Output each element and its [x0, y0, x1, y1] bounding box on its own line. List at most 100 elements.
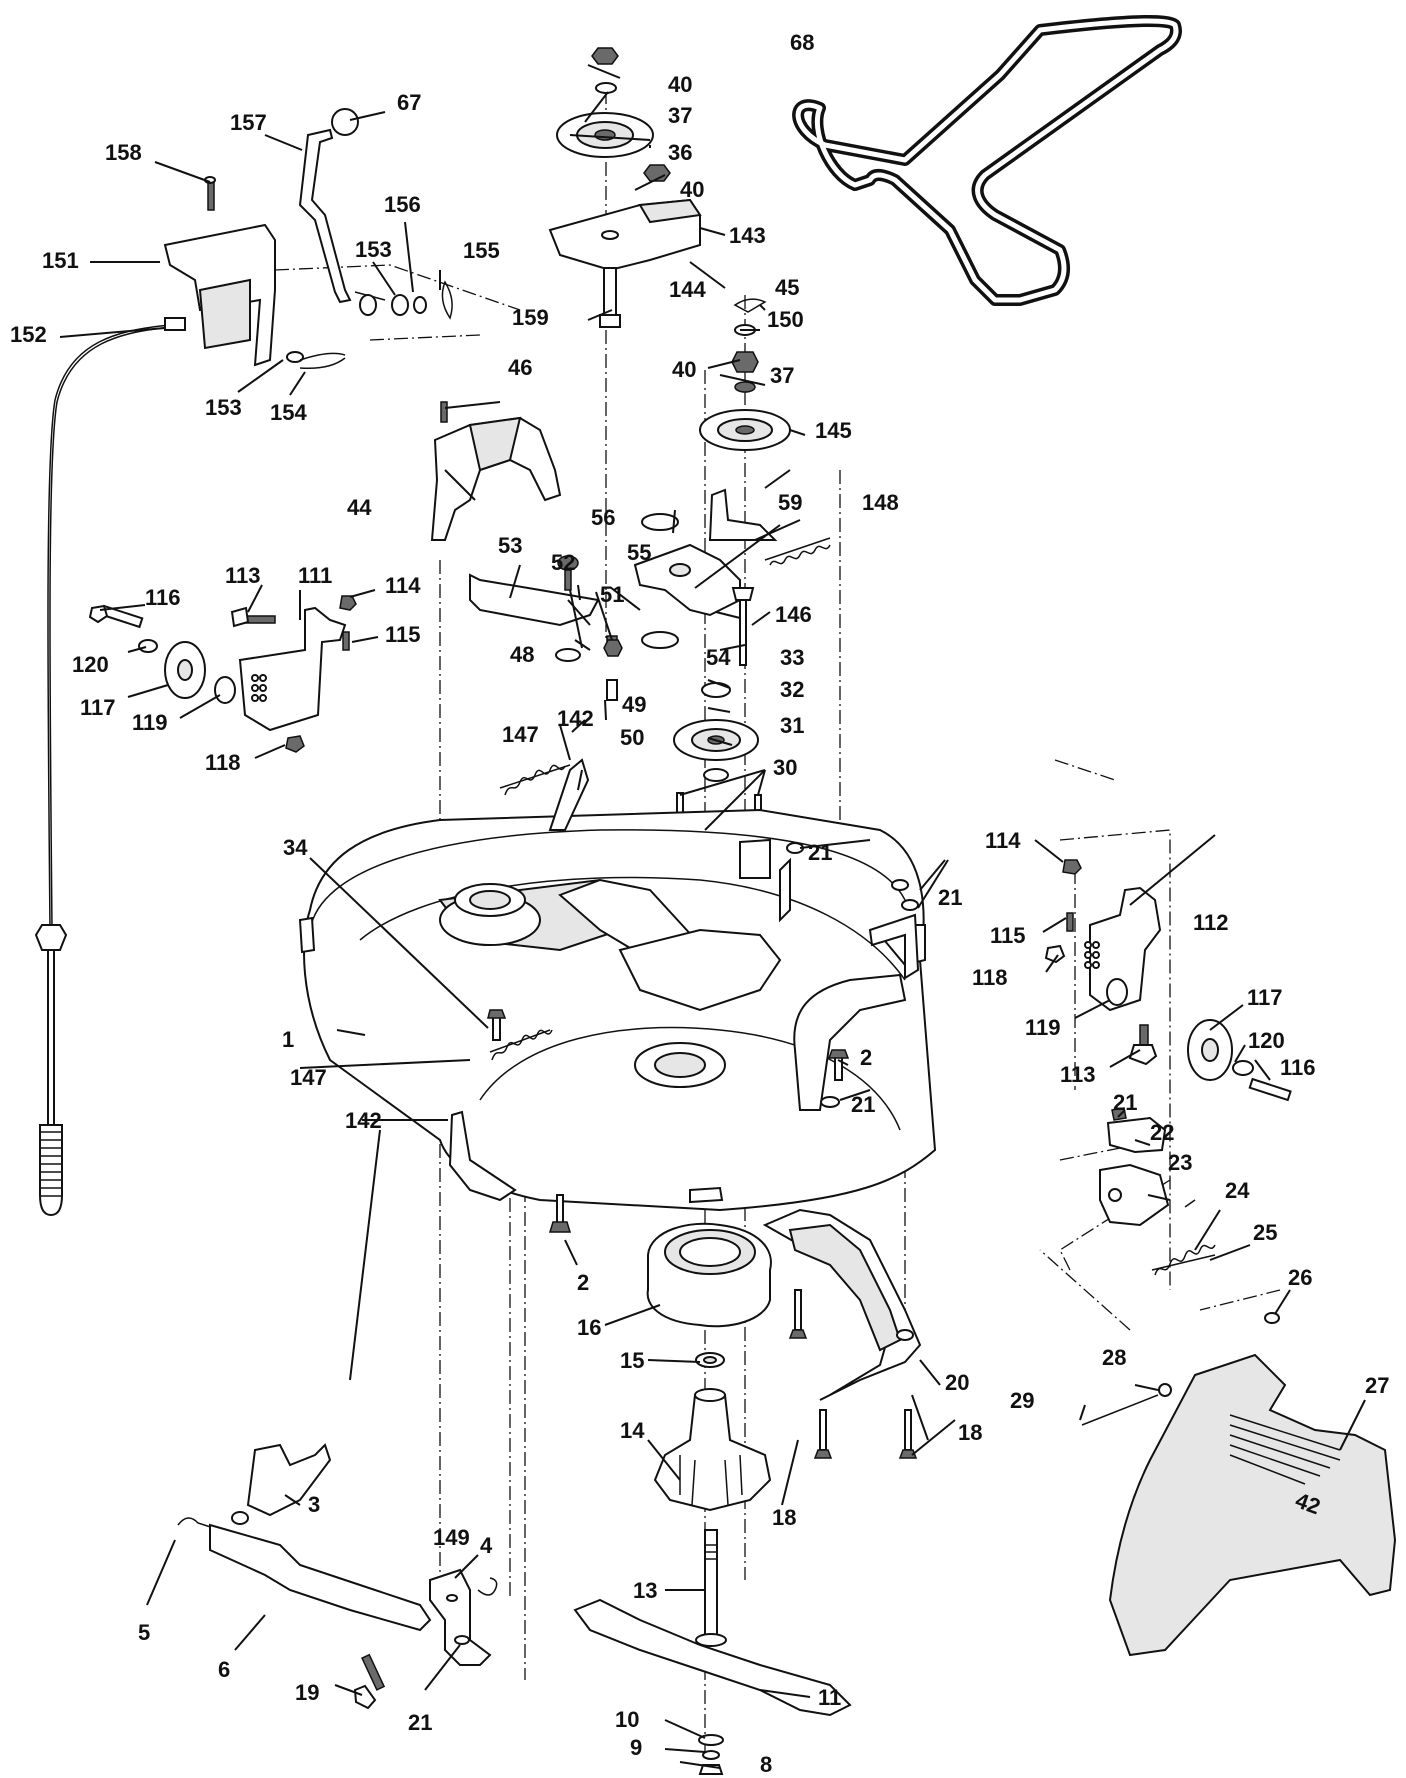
label-21-e: 21 [408, 1710, 432, 1735]
label-31: 31 [780, 713, 804, 738]
label-53: 53 [498, 533, 522, 558]
label-120-b: 120 [1248, 1028, 1285, 1053]
label-21-d: 21 [1113, 1090, 1137, 1115]
label-5: 5 [138, 1620, 150, 1645]
label-40: 40 [668, 72, 692, 97]
drive-belt [792, 15, 1182, 306]
label-32: 32 [780, 677, 804, 702]
label-119-b: 119 [1025, 1015, 1061, 1040]
left-gauge-wheel-group [88, 595, 357, 753]
mower-deck [298, 808, 937, 1233]
spindle-blade-group [573, 1208, 922, 1775]
label-19: 19 [295, 1680, 319, 1705]
label-68: 68 [790, 30, 814, 55]
label-155: 155 [463, 238, 500, 263]
label-54: 54 [706, 645, 731, 670]
label-20: 20 [945, 1370, 969, 1395]
label-27: 27 [1365, 1373, 1389, 1398]
label-18: 18 [958, 1420, 982, 1445]
label-1: 1 [282, 1027, 294, 1052]
label-147-b: 147 [290, 1065, 327, 1090]
label-11: 11 [818, 1685, 841, 1710]
label-115-b: 115 [990, 923, 1026, 948]
label-40-c: 40 [672, 357, 696, 382]
label-3: 3 [308, 1492, 320, 1517]
label-118: 118 [205, 750, 241, 775]
label-44: 44 [347, 495, 372, 520]
label-116-b: 116 [1280, 1055, 1316, 1080]
label-145: 145 [815, 418, 852, 443]
label-25: 25 [1253, 1220, 1277, 1245]
label-37: 37 [668, 103, 692, 128]
label-29: 29 [1010, 1388, 1034, 1413]
label-14: 14 [620, 1418, 645, 1443]
label-23: 23 [1168, 1150, 1192, 1175]
label-146: 146 [775, 602, 812, 627]
label-142-b: 142 [345, 1108, 382, 1133]
label-36: 36 [668, 140, 692, 165]
deck-shroud-group: 42 [1081, 1107, 1397, 1657]
label-34: 34 [283, 835, 308, 860]
label-116: 116 [145, 585, 181, 610]
label-113: 113 [225, 563, 261, 588]
deck-hangers [739, 838, 920, 1108]
label-117-b: 117 [1247, 985, 1283, 1010]
label-150: 150 [767, 307, 804, 332]
label-142: 142 [557, 706, 594, 731]
label-21-c: 21 [851, 1092, 875, 1117]
label-143: 143 [729, 223, 766, 248]
label-55: 55 [627, 540, 651, 565]
idler-pulley-group [548, 47, 702, 328]
label-28: 28 [1102, 1345, 1126, 1370]
label-156: 156 [384, 192, 421, 217]
label-114-b: 114 [985, 828, 1021, 853]
label-8: 8 [760, 1752, 772, 1777]
label-9: 9 [630, 1735, 642, 1760]
lift-link-group [177, 1443, 498, 1710]
label-33: 33 [780, 645, 804, 670]
label-15: 15 [620, 1348, 644, 1373]
label-50: 50 [620, 725, 644, 750]
label-118-b: 118 [972, 965, 1008, 990]
label-153: 153 [355, 237, 392, 262]
label-51: 51 [600, 582, 624, 607]
label-40-b: 40 [680, 177, 704, 202]
label-26: 26 [1288, 1265, 1312, 1290]
right-gauge-wheel-group [1044, 859, 1292, 1102]
part-labels: 1 2 2 3 4 5 6 8 9 10 11 13 14 15 16 18 1… [10, 30, 1389, 1777]
label-144: 144 [669, 277, 706, 302]
label-120: 120 [72, 652, 109, 677]
label-21-b: 21 [938, 885, 962, 910]
label-67: 67 [397, 90, 421, 115]
label-157: 157 [230, 110, 267, 135]
label-48: 48 [510, 642, 534, 667]
label-21: 21 [808, 840, 832, 865]
label-147: 147 [502, 722, 539, 747]
label-2-b: 2 [577, 1270, 589, 1295]
label-13: 13 [633, 1578, 657, 1603]
label-4: 4 [480, 1533, 493, 1558]
label-115: 115 [385, 622, 421, 647]
label-153-b: 153 [205, 395, 242, 420]
label-119: 119 [132, 710, 168, 735]
idler-arm-group [469, 488, 831, 701]
label-46: 46 [508, 355, 532, 380]
label-2: 2 [860, 1045, 872, 1070]
label-56: 56 [591, 505, 615, 530]
label-154: 154 [270, 400, 307, 425]
label-117: 117 [80, 695, 116, 720]
label-16: 16 [577, 1315, 601, 1340]
label-149: 149 [433, 1525, 470, 1550]
label-30: 30 [773, 755, 797, 780]
label-151: 151 [42, 248, 79, 273]
label-22: 22 [1150, 1120, 1174, 1145]
label-148: 148 [862, 490, 899, 515]
label-114: 114 [385, 573, 421, 598]
label-24: 24 [1225, 1178, 1250, 1203]
label-18-b: 18 [772, 1505, 796, 1530]
label-37-b: 37 [770, 363, 794, 388]
label-152: 152 [10, 322, 47, 347]
label-6: 6 [218, 1657, 230, 1682]
label-159: 159 [512, 305, 549, 330]
